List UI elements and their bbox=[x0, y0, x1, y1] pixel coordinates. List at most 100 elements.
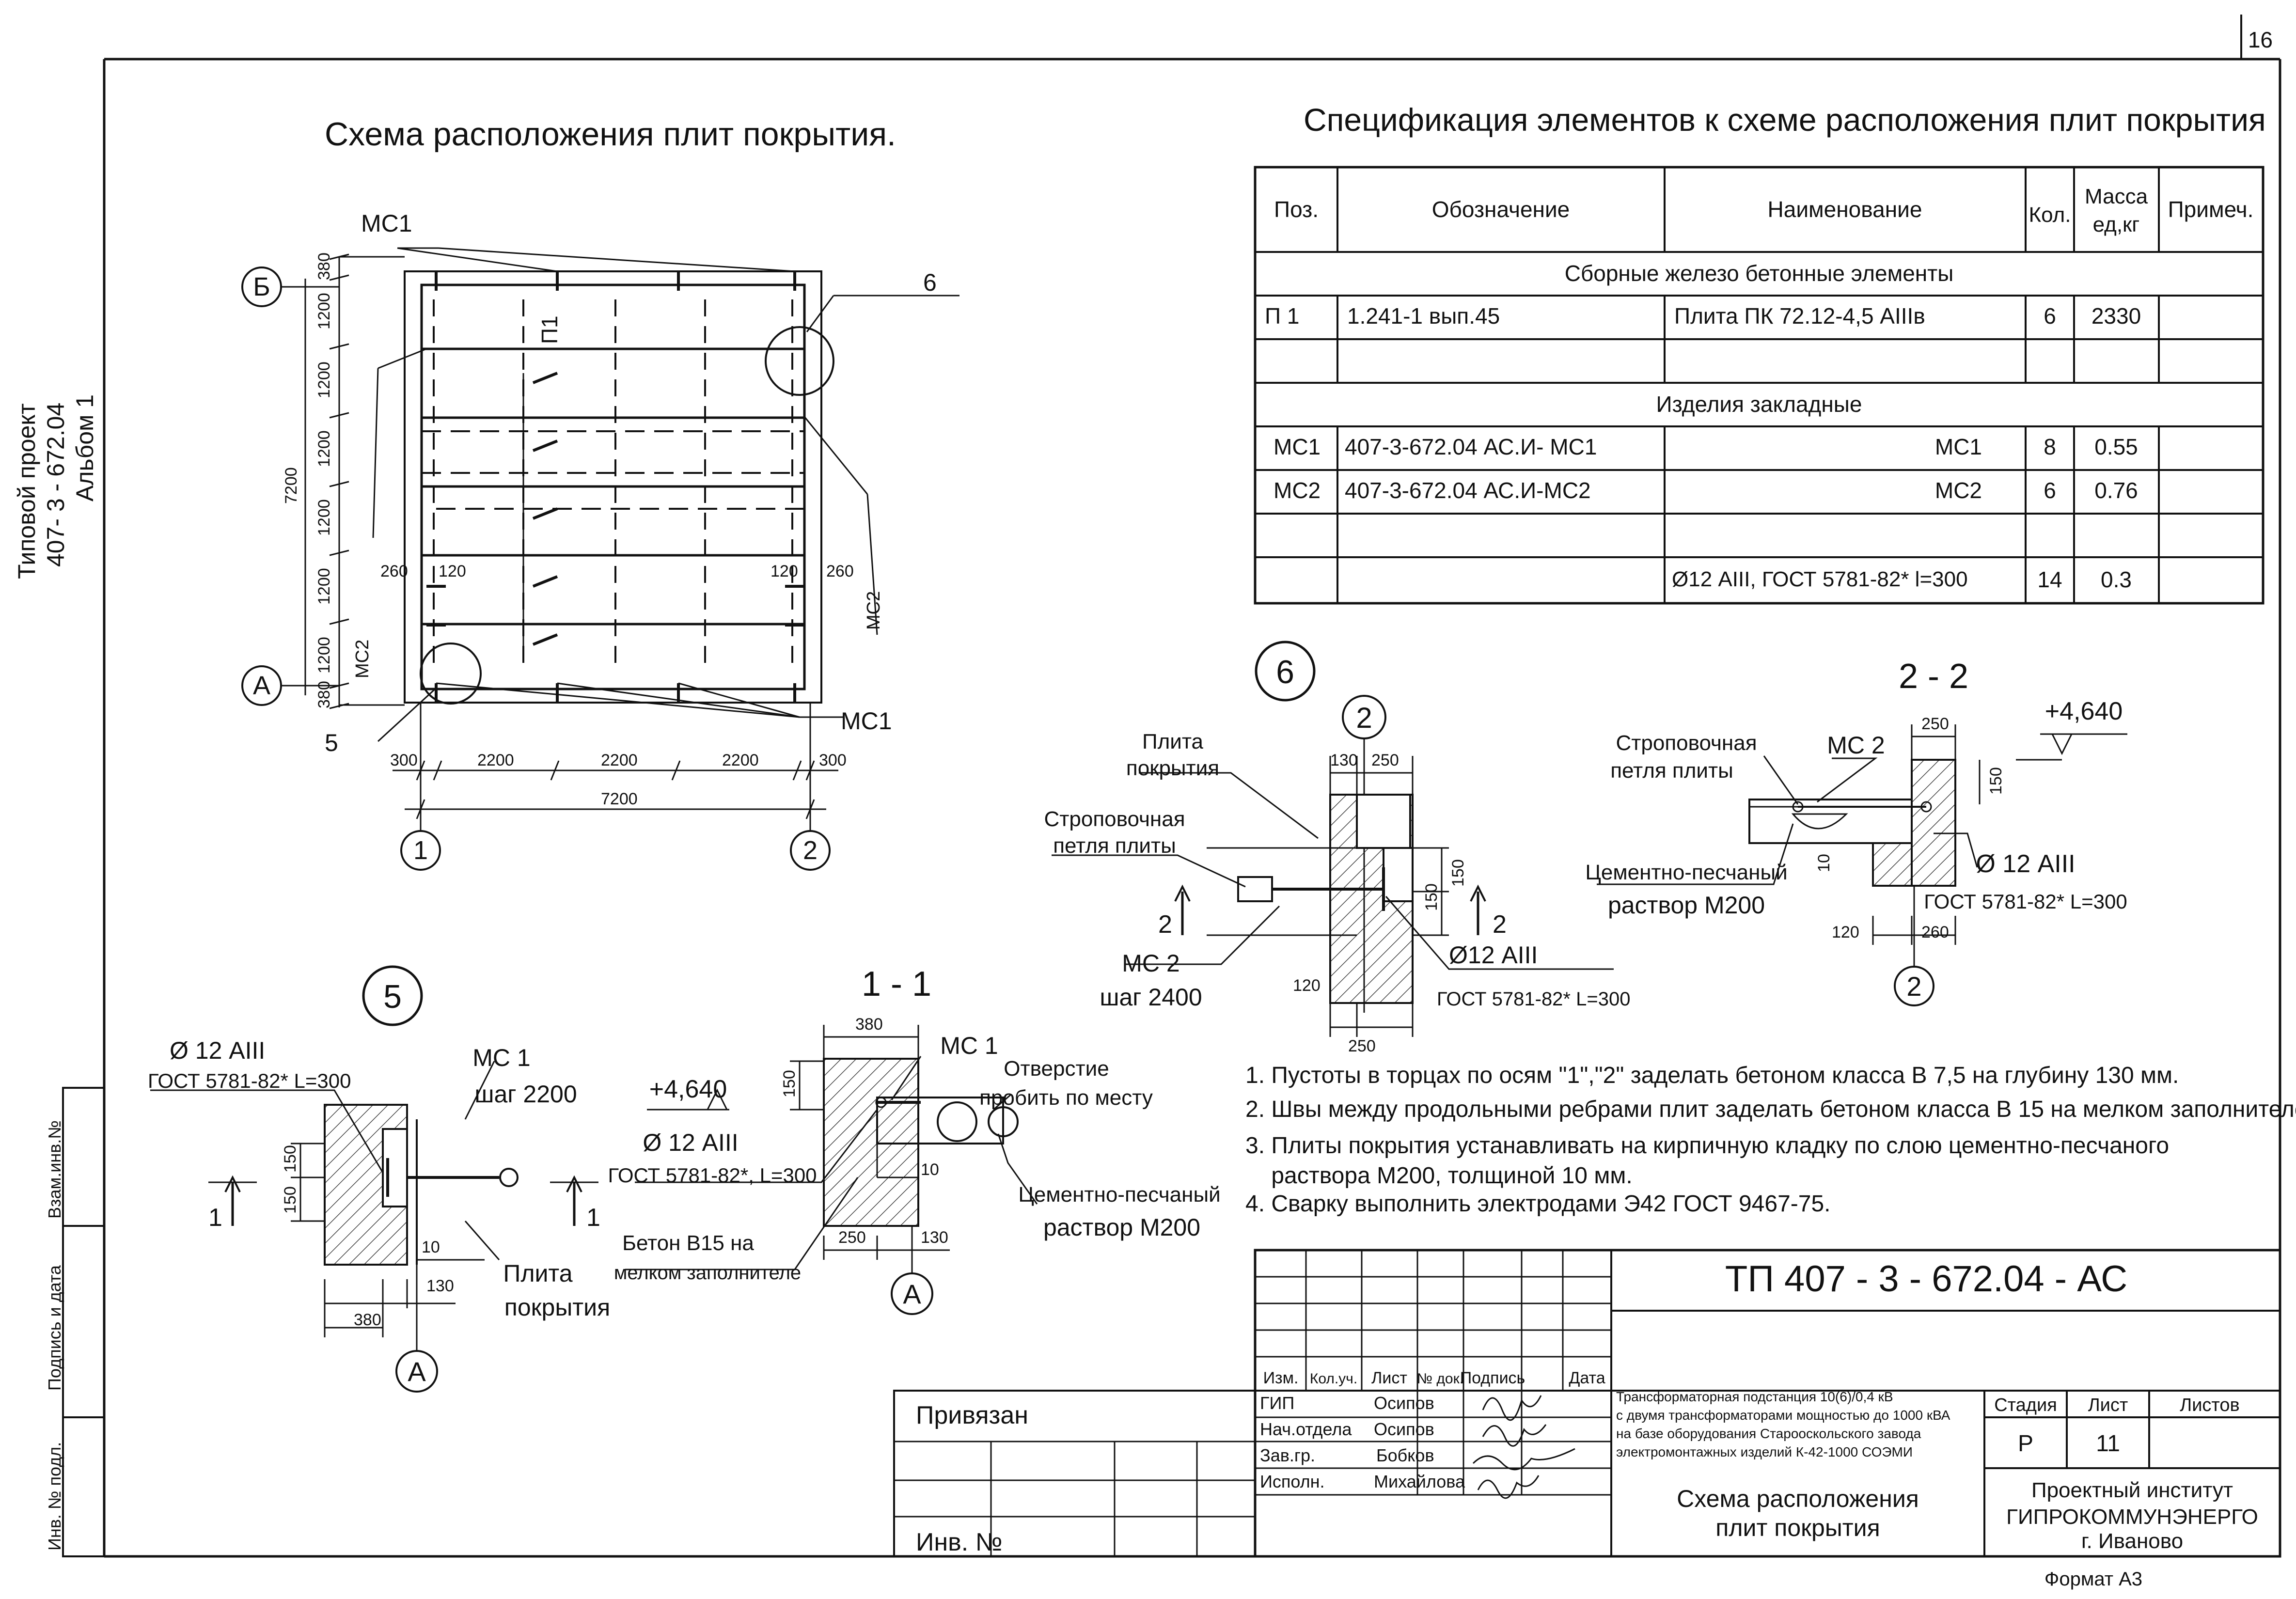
stamp-desc-3: на базе оборудования Старооскольского за… bbox=[1616, 1426, 1921, 1441]
plan-dim-bottom-2: 2200 bbox=[477, 751, 514, 769]
sec22-dim-150: 150 bbox=[1987, 767, 2005, 795]
axis-label-2: 2 bbox=[803, 836, 818, 865]
plan-dim-left-4: 1200 bbox=[315, 430, 333, 467]
stamp-role-2: Нач.отдела bbox=[1260, 1419, 1352, 1439]
plan-label-ms1-bottom: МС1 bbox=[841, 707, 892, 735]
sec11-mortar-2: раствор М200 bbox=[1043, 1214, 1200, 1241]
node5-step: шаг 2200 bbox=[474, 1081, 577, 1108]
plan-dim-left-7: 1200 bbox=[315, 637, 333, 674]
spec-row2-pos: МС1 bbox=[1274, 434, 1321, 459]
node5-dim-10: 10 bbox=[422, 1238, 440, 1256]
plan-dim-inner-l120: 120 bbox=[439, 562, 466, 580]
plan-dim-left-total: 7200 bbox=[282, 467, 300, 504]
plan-slabs bbox=[422, 299, 804, 669]
stamp-name-4: Михайлова bbox=[1374, 1472, 1465, 1491]
plan-dim-inner-l260: 260 bbox=[380, 562, 408, 580]
node5-dim-130: 130 bbox=[426, 1277, 454, 1295]
stamp-inv: Инв. № bbox=[916, 1528, 1002, 1556]
sec11-concrete-1: Бетон В15 на bbox=[622, 1231, 754, 1255]
spec-row1-pos: П 1 bbox=[1265, 303, 1299, 329]
stamp-drawing-2: плит покрытия bbox=[1715, 1514, 1880, 1541]
strip-field-replace: Взам.инв.№ bbox=[45, 1120, 64, 1219]
spec-head-mass: Масса bbox=[2085, 185, 2148, 208]
spec-head-note: Примеч. bbox=[2168, 197, 2254, 222]
node5-bar-2: ГОСТ 5781-82* L=300 bbox=[148, 1069, 351, 1092]
stamp-head-sign: Подпись bbox=[1460, 1369, 1525, 1387]
plan-dim-bottom-1: 300 bbox=[390, 751, 418, 769]
sec11-dim-10: 10 bbox=[921, 1160, 939, 1179]
node6-dim-130: 130 bbox=[1330, 751, 1358, 769]
spec-head-mass-unit: ед,кг bbox=[2093, 213, 2140, 236]
sec22-loop-1: Строповочная bbox=[1616, 731, 1757, 755]
sec22-ms2: МС 2 bbox=[1827, 732, 1885, 759]
sec22-mortar-1: Цементно-песчаный bbox=[1585, 861, 1787, 884]
spec-row3-designation: 407-3-672.04 АС.И-МС2 bbox=[1345, 478, 1591, 503]
sec22-dim-10: 10 bbox=[1815, 854, 1833, 872]
stamp-role-3: Зав.гр. bbox=[1260, 1445, 1315, 1465]
stamp-sheet-head: Лист bbox=[2088, 1395, 2128, 1415]
left-strip bbox=[63, 1088, 104, 1556]
plan-callout-circle-5 bbox=[421, 643, 481, 704]
stamp-head-list: Лист bbox=[1371, 1369, 1407, 1387]
node6-bar-1: Ø12 АIII bbox=[1449, 941, 1538, 969]
node6-dim-120: 120 bbox=[1293, 976, 1321, 995]
section-2-2: 2 - 2 +4,640 2 Строповочная петля плиты … bbox=[1585, 657, 2127, 1005]
spec-row1-qty: 6 bbox=[2044, 303, 2056, 329]
node6-loop-1: Строповочная bbox=[1044, 807, 1185, 831]
spec-row4-name: Ø12 АIII, ГОСТ 5781-82* l=300 bbox=[1672, 567, 1968, 591]
plan-label-ms2-left: МС2 bbox=[352, 640, 373, 678]
node5-ms1: МС 1 bbox=[472, 1044, 530, 1071]
sec22-bar-1: Ø 12 АIII bbox=[1976, 850, 2075, 878]
plan-callout-circle-6 bbox=[766, 327, 833, 395]
node6-plate-1: Плита bbox=[1142, 730, 1204, 753]
node6-sec-left: 2 bbox=[1158, 910, 1172, 939]
node5-num: 5 bbox=[383, 978, 402, 1015]
stamp-drawing-1: Схема расположения bbox=[1677, 1485, 1919, 1512]
plan-dim-left bbox=[305, 254, 405, 708]
spec-row3-mass: 0.76 bbox=[2094, 478, 2138, 503]
node5-dim-380: 380 bbox=[354, 1311, 381, 1329]
spec-row1-designation: 1.241-1 вып.45 bbox=[1347, 303, 1500, 329]
spec-row2-qty: 8 bbox=[2044, 434, 2056, 459]
plan-dim-bottom-5: 300 bbox=[819, 751, 847, 769]
stamp-desc-1: Трансформаторная подстанция 10(6)/0,4 кВ bbox=[1616, 1389, 1893, 1404]
node5-dim-150b: 150 bbox=[281, 1186, 299, 1214]
stamp-role-4: Исполн. bbox=[1260, 1472, 1325, 1491]
sec11-level: +4,640 bbox=[649, 1075, 727, 1103]
plan-drawing: Схема расположения плит покрытия. bbox=[242, 116, 959, 870]
sec11-dim-380: 380 bbox=[855, 1015, 883, 1034]
node6-axis: 2 bbox=[1356, 702, 1372, 734]
sec11-dim-130: 130 bbox=[921, 1228, 948, 1247]
stamp-role-1: ГИП bbox=[1260, 1393, 1294, 1413]
stamp-code: ТП 407 - 3 - 672.04 - АС bbox=[1725, 1258, 2127, 1300]
stamp-name-2: Осипов bbox=[1374, 1419, 1434, 1439]
plan-dim-left-1: 380 bbox=[315, 252, 333, 280]
title-block bbox=[894, 1250, 2280, 1556]
spec-row2-name: МС1 bbox=[1935, 434, 1982, 459]
plan-callout-5: 5 bbox=[325, 729, 338, 756]
node5-sec-left: 1 bbox=[208, 1204, 222, 1232]
node6-num: 6 bbox=[1276, 654, 1294, 690]
node6-dim-150a: 150 bbox=[1449, 859, 1467, 887]
node6-step: шаг 2400 bbox=[1100, 984, 1202, 1011]
spec-group-embedded: Изделия закладные bbox=[1656, 392, 1862, 417]
stamp-head-date: Дата bbox=[1569, 1369, 1605, 1387]
stamp-format: Формат А3 bbox=[2044, 1568, 2142, 1590]
strip-field-sign: Подпись и дата bbox=[45, 1265, 64, 1391]
stamp-head-izm: Изм. bbox=[1263, 1369, 1299, 1387]
sec11-hole-2: пробить по месту bbox=[979, 1086, 1153, 1110]
plan-dim-left-8: 380 bbox=[315, 681, 333, 708]
plan-leaders bbox=[373, 248, 959, 741]
sec11-bar-2: ГОСТ 5781-82*, L=300 bbox=[608, 1164, 817, 1187]
plan-dim-inner-r120: 120 bbox=[771, 562, 798, 580]
sec11-hole-1: Отверстие bbox=[1004, 1057, 1109, 1081]
sec22-level: +4,640 bbox=[2045, 697, 2123, 725]
node6-loop-2: петля плиты bbox=[1053, 834, 1176, 858]
plan-label-ms1-top: МС1 bbox=[361, 210, 412, 237]
plan-dim-left-5: 1200 bbox=[315, 499, 333, 536]
spec-row3-name: МС2 bbox=[1935, 478, 1982, 503]
node5-sec-right: 1 bbox=[586, 1204, 600, 1232]
spec-row2-designation: 407-3-672.04 АС.И- МС1 bbox=[1345, 434, 1597, 459]
sec11-dim-150: 150 bbox=[780, 1070, 799, 1097]
